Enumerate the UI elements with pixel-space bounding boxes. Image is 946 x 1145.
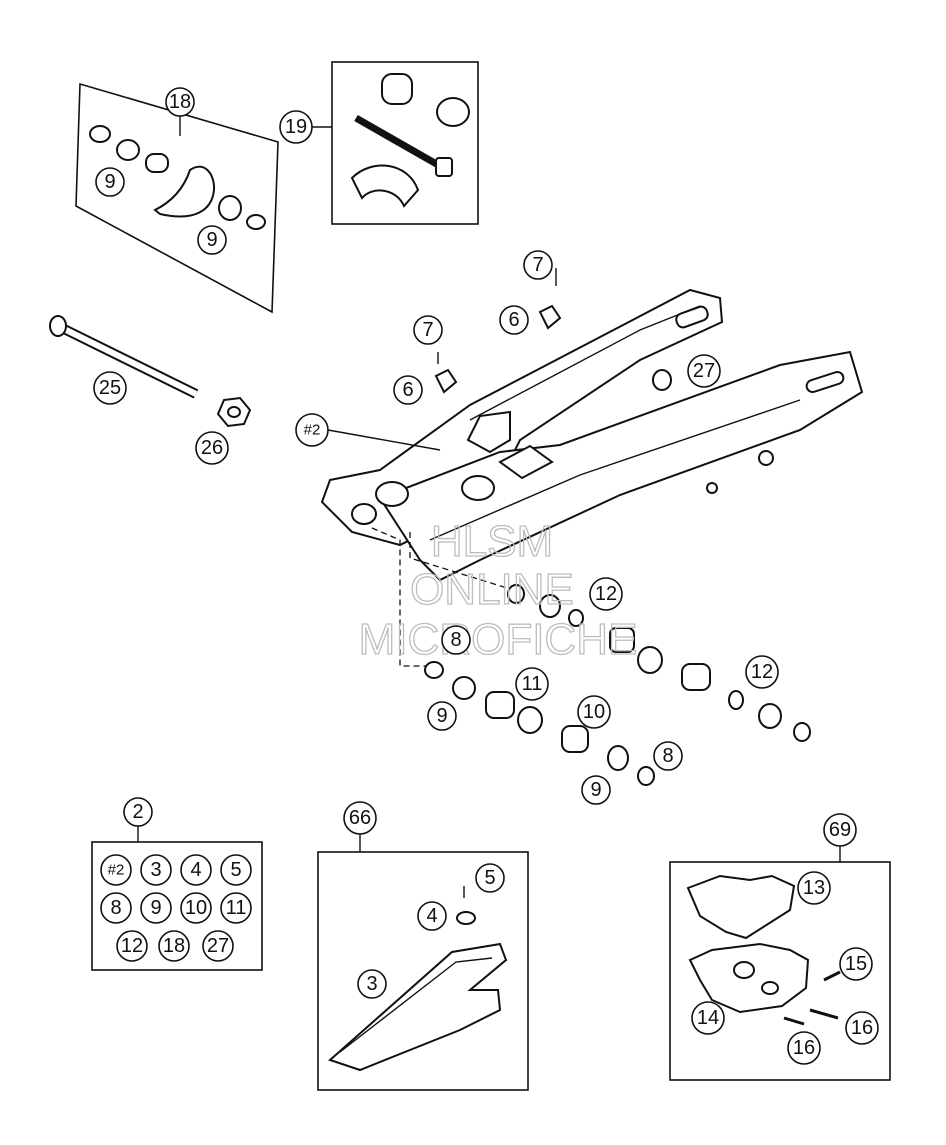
svg-text:16: 16 — [793, 1037, 815, 1059]
callout-8: 8 — [653, 741, 683, 771]
kit-2-item: 5 — [220, 854, 252, 886]
callout-13: 13 — [797, 871, 831, 905]
callout-15: 15 — [839, 947, 873, 981]
svg-text:4: 4 — [426, 905, 437, 927]
pivot-shaft — [49, 315, 252, 428]
kit-2-item: 12 — [116, 930, 148, 962]
watermark: HLSM ONLINE MICROFICHE — [358, 516, 638, 664]
svg-text:9: 9 — [104, 171, 115, 193]
kit-2-item: 9 — [140, 892, 172, 924]
svg-text:25: 25 — [99, 377, 121, 399]
svg-text:7: 7 — [532, 254, 543, 276]
svg-text:14: 14 — [697, 1007, 719, 1029]
callout-66: 66 — [343, 801, 377, 835]
callout-9: 9 — [95, 167, 125, 197]
svg-text:8: 8 — [662, 745, 673, 767]
kit-19-panel — [312, 61, 479, 225]
kit-2-item: 10 — [180, 892, 212, 924]
callout-4: 4 — [417, 901, 447, 931]
kit-2-item: 11 — [220, 892, 252, 924]
callout-5: 5 — [475, 863, 505, 893]
kit-18-panel — [75, 82, 279, 314]
callout-27: 27 — [687, 354, 721, 388]
svg-text:26: 26 — [201, 437, 223, 459]
callout-16: 16 — [845, 1011, 879, 1045]
kit-2-item: 27 — [202, 930, 234, 962]
callout-12: 12 — [745, 655, 779, 689]
callout-12: 12 — [589, 577, 623, 611]
callout-6: 6 — [499, 305, 529, 335]
callout-9: 9 — [197, 225, 227, 255]
svg-text:7: 7 — [422, 319, 433, 341]
callout-6: 6 — [393, 375, 423, 405]
svg-text:12: 12 — [751, 661, 773, 683]
callout-8: 8 — [441, 625, 471, 655]
svg-text:9: 9 — [206, 229, 217, 251]
svg-text:12: 12 — [121, 935, 143, 957]
svg-text:18: 18 — [163, 935, 185, 957]
callout-18: 18 — [165, 87, 195, 117]
svg-text:11: 11 — [226, 897, 247, 919]
callout-26: 26 — [195, 431, 229, 465]
svg-text:#2: #2 — [108, 862, 125, 879]
svg-text:6: 6 — [508, 309, 519, 331]
watermark-line-1: HLSM — [431, 517, 553, 566]
svg-text:27: 27 — [207, 935, 229, 957]
svg-text:5: 5 — [484, 867, 495, 889]
svg-text:9: 9 — [590, 779, 601, 801]
kit-2-item: 3 — [140, 854, 172, 886]
callout-ref-2: #2 — [295, 413, 329, 447]
svg-text:27: 27 — [693, 360, 715, 382]
callout-16: 16 — [787, 1031, 821, 1065]
callout-2: 2 — [123, 797, 153, 827]
callout-7: 7 — [523, 250, 553, 280]
watermark-line-2: ONLINE — [410, 565, 574, 614]
watermark-line-3: MICROFICHE — [359, 615, 638, 664]
callout-25: 25 — [93, 371, 127, 405]
svg-text:8: 8 — [450, 629, 461, 651]
callout-3: 3 — [357, 969, 387, 999]
svg-text:66: 66 — [349, 807, 371, 829]
swingarm-body — [320, 268, 864, 582]
svg-text:5: 5 — [230, 859, 241, 881]
callout-9: 9 — [581, 775, 611, 805]
svg-text:9: 9 — [150, 897, 161, 919]
svg-text:10: 10 — [583, 701, 605, 723]
kit-2-item: #2 — [100, 854, 132, 886]
kit-2-item: 4 — [180, 854, 212, 886]
svg-text:69: 69 — [829, 819, 851, 841]
svg-text:18: 18 — [169, 91, 191, 113]
callout-14: 14 — [691, 1001, 725, 1035]
svg-text:15: 15 — [845, 953, 867, 975]
callout-19: 19 — [279, 110, 313, 144]
callout-10: 10 — [577, 695, 611, 729]
callout-69: 69 — [823, 813, 857, 847]
svg-text:9: 9 — [436, 705, 447, 727]
callout-9: 9 — [427, 701, 457, 731]
svg-text:11: 11 — [522, 673, 543, 695]
kit-2-contents: #2 3 4 5 8 9 10 11 12 18 27 — [100, 854, 252, 962]
svg-text:6: 6 — [402, 379, 413, 401]
callout-7: 7 — [413, 315, 443, 345]
svg-text:3: 3 — [366, 973, 377, 995]
svg-text:#2: #2 — [304, 422, 321, 439]
svg-text:3: 3 — [150, 859, 161, 881]
svg-text:16: 16 — [851, 1017, 873, 1039]
svg-text:8: 8 — [110, 897, 121, 919]
kit-2-item: 18 — [158, 930, 190, 962]
callout-11: 11 — [515, 667, 549, 701]
svg-text:12: 12 — [595, 583, 617, 605]
pivot-hardware — [371, 527, 811, 786]
callout-labels: 18 9 9 19 25 26 7 6 7 6 27 #2 12 8 12 11… — [93, 87, 879, 1065]
svg-text:10: 10 — [185, 897, 207, 919]
svg-text:13: 13 — [803, 877, 825, 899]
kit-2-item: 8 — [100, 892, 132, 924]
svg-text:19: 19 — [285, 116, 307, 138]
svg-text:4: 4 — [190, 859, 201, 881]
svg-text:2: 2 — [132, 801, 143, 823]
